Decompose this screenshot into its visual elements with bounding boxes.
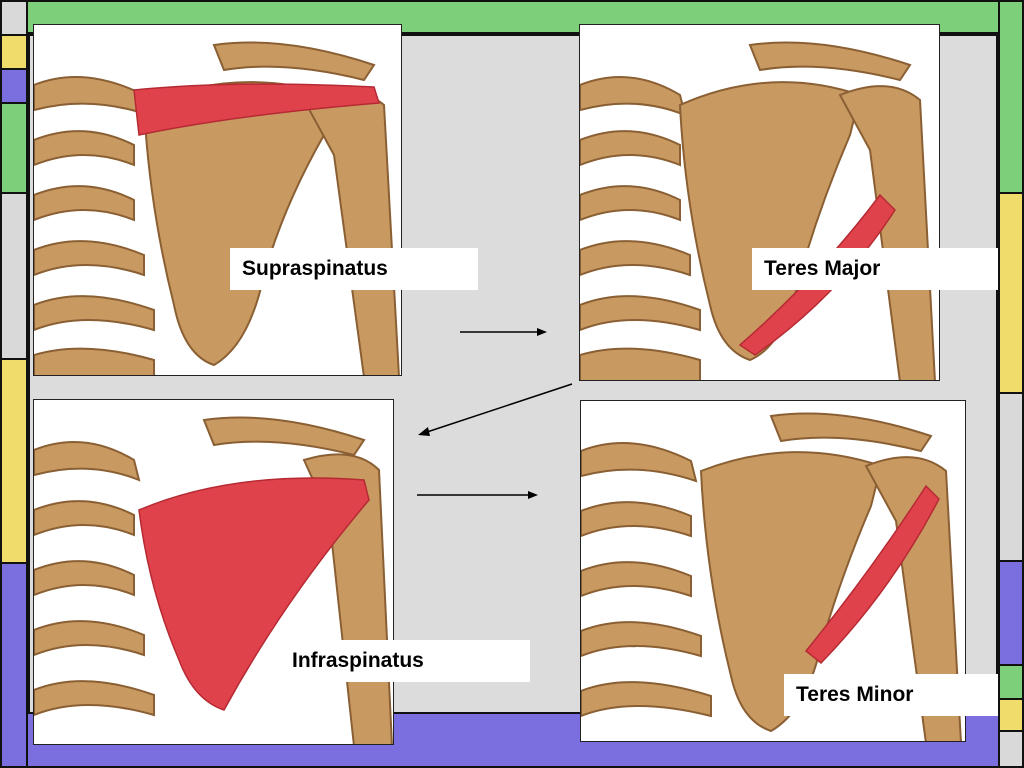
- frame-left-purple: [0, 68, 28, 104]
- arrow-right-top: [460, 328, 547, 336]
- shoulder-supraspinatus-illustration: [34, 41, 400, 375]
- frame-right-gray-2: [998, 730, 1024, 768]
- frame-right-green: [998, 0, 1024, 194]
- frame-right-yellow-2: [998, 698, 1024, 732]
- label-infraspinatus: Infraspinatus: [280, 640, 530, 682]
- panel-teres-major: [579, 24, 940, 381]
- panel-supraspinatus: [33, 24, 402, 376]
- frame-right-gray: [998, 392, 1024, 562]
- panel-teres-minor: [580, 400, 966, 742]
- frame-left-green: [0, 102, 28, 194]
- label-teres-minor: Teres Minor: [784, 674, 998, 716]
- label-teres-major: Teres Major: [752, 248, 998, 290]
- frame-left-yellow-2: [0, 358, 28, 564]
- shoulder-infraspinatus-illustration: [34, 416, 393, 744]
- shoulder-teres-major-illustration: [580, 41, 936, 380]
- frame-left-purple-2: [0, 562, 28, 768]
- frame-right-yellow: [998, 192, 1024, 394]
- shoulder-teres-minor-illustration: [581, 412, 962, 741]
- panel-infraspinatus: [33, 399, 394, 745]
- frame-right-green-2: [998, 664, 1024, 700]
- arrow-right-bottom: [417, 491, 538, 499]
- frame-left-gray: [0, 192, 28, 360]
- label-supraspinatus: Supraspinatus: [230, 248, 478, 290]
- frame-left-gray-top: [0, 0, 28, 36]
- arrow-diagonal: [418, 383, 573, 436]
- frame-left-yellow: [0, 34, 28, 70]
- frame-right-purple: [998, 560, 1024, 666]
